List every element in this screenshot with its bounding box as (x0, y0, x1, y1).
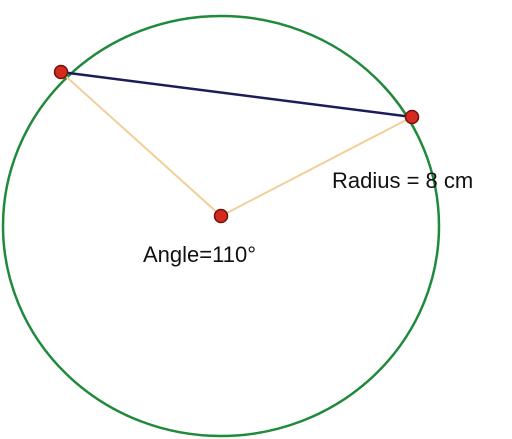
radius-line-right (220, 116, 413, 217)
chord-line (60, 70, 413, 119)
point-left (53, 64, 69, 80)
circle-outline (1, 14, 441, 438)
radius-label: Radius = 8 cm (332, 168, 473, 193)
radius-line-left (60, 71, 222, 217)
point-right (404, 109, 420, 125)
angle-label: Angle=110° (143, 242, 256, 267)
center-point (213, 208, 229, 224)
